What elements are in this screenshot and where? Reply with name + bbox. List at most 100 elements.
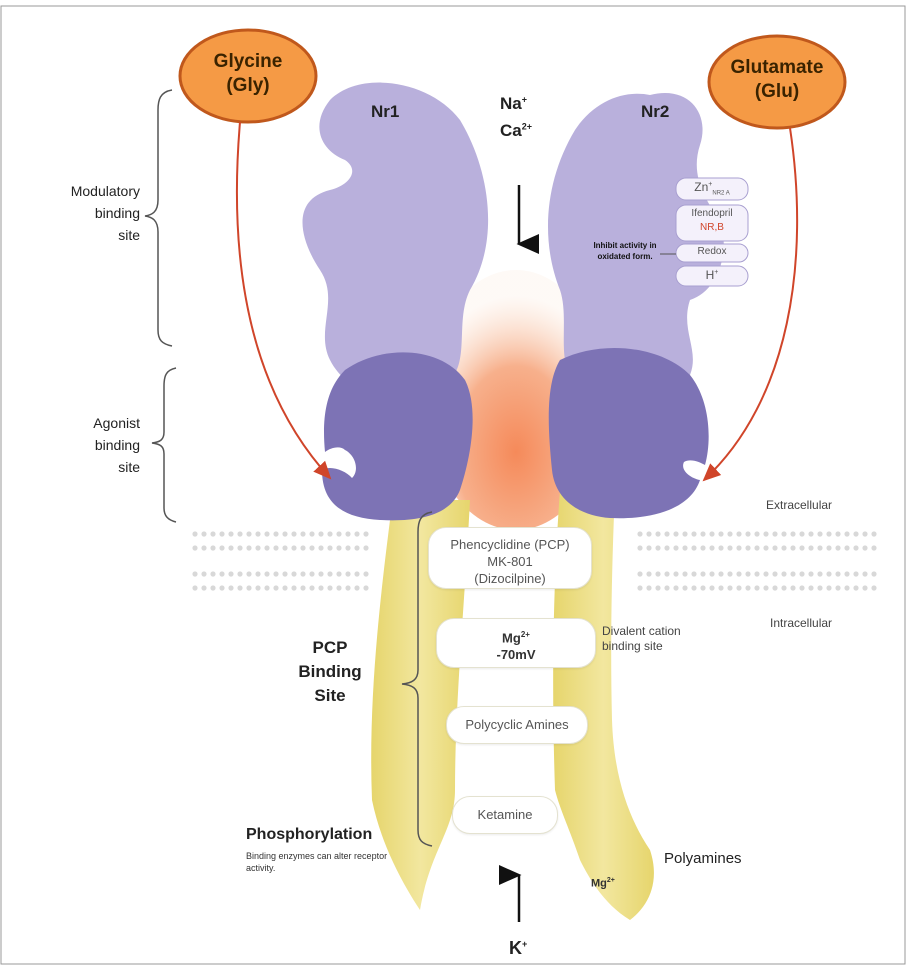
membrane-dot [246,585,251,590]
membrane-dot [282,531,287,536]
mg-charge: 2+ [521,630,530,639]
pcp-line-3: Site [270,684,390,708]
membrane-dot [826,571,831,576]
modulatory-site-brace [145,90,172,346]
membrane-dot [817,585,822,590]
membrane-dot [745,571,750,576]
membrane-dot [273,585,278,590]
membrane-dot [691,531,696,536]
membrane-dot [835,571,840,576]
polyamines-label: Polyamines [664,850,742,867]
membrane-dot [664,545,669,550]
membrane-dot [646,545,651,550]
potassium-ion-label: K+ [509,938,527,959]
membrane-dot [210,585,215,590]
membrane-dot [862,571,867,576]
membrane-dot [345,531,350,536]
membrane-dot [745,545,750,550]
membrane-dot [754,585,759,590]
zinc-subunit: NR2 A [712,190,729,196]
membrane-dot [664,571,669,576]
zinc-symbol: Zn [694,180,708,194]
membrane-dot [201,585,206,590]
membrane-dot [709,585,714,590]
membrane-dot [327,571,332,576]
membrane-dot [291,545,296,550]
membrane-dot [318,585,323,590]
membrane-dot [309,545,314,550]
membrane-dot [264,531,269,536]
membrane-dot [255,571,260,576]
membrane-dot [781,585,786,590]
membrane-dot [826,531,831,536]
membrane-dot [192,585,197,590]
phosphorylation-title: Phosphorylation [246,826,372,844]
membrane-dot [808,531,813,536]
membrane-dot [700,531,705,536]
potassium-charge: + [522,939,527,949]
proton-modulator: H+ [676,268,748,282]
extracellular-label: Extracellular [766,498,832,512]
membrane-dot [210,545,215,550]
membrane-dot [817,531,822,536]
membrane-dot [318,545,323,550]
ifendopril-modulator: Ifendopril NR,B [676,207,748,235]
membrane-dot [264,545,269,550]
membrane-dot [826,585,831,590]
membrane-dot [799,531,804,536]
membrane-dot [219,531,224,536]
ketamine-pill: Ketamine [452,796,558,834]
membrane-dot [192,531,197,536]
membrane-dot [673,571,678,576]
membrane-dot [718,531,723,536]
nr1-label: Nr1 [371,102,399,122]
membrane-dot [844,531,849,536]
membrane-dot [318,531,323,536]
membrane-dot [691,545,696,550]
polycyclic-amines-pill: Polycyclic Amines [446,706,588,744]
membrane-dot [763,531,768,536]
membrane-dot [718,585,723,590]
membrane-dot [682,545,687,550]
membrane-dot [273,531,278,536]
membrane-dot [354,571,359,576]
membrane-dot [691,585,696,590]
magnesium-block-pill: Mg2+ -70mV [436,618,596,668]
membrane-dot [844,545,849,550]
membrane-dot [844,571,849,576]
membrane-dot [327,585,332,590]
membrane-dot [772,531,777,536]
membrane-dot [790,545,795,550]
membrane-dot [763,585,768,590]
zinc-modulator: Zn+NR2 A [676,180,748,196]
membrane-dot [835,545,840,550]
membrane-dot [336,545,341,550]
membrane-dot [354,545,359,550]
membrane-dot [282,585,287,590]
membrane-dot [363,545,368,550]
membrane-dot [736,585,741,590]
membrane-dot [790,585,795,590]
membrane-dot [700,585,705,590]
membrane-dot [772,571,777,576]
membrane-dot [255,585,260,590]
membrane-dot [853,531,858,536]
redox-note: Inhibit activity in oxidated form. [585,240,665,262]
membrane-dot [228,585,233,590]
membrane-dot [309,571,314,576]
sodium-symbol: Na [500,94,522,113]
polyamine-mg-charge: 2+ [607,877,615,884]
calcium-ion-label: Ca2+ [500,121,532,141]
membrane-dot [781,571,786,576]
membrane-dot [655,571,660,576]
membrane-dot [282,545,287,550]
ifendopril-subunit: NR,B [676,221,748,235]
membrane-dot [273,545,278,550]
membrane-dot [309,531,314,536]
membrane-dot [300,545,305,550]
membrane-dot [309,585,314,590]
membrane-dot [664,585,669,590]
agonist-line-3: site [30,456,140,478]
membrane-dot [664,531,669,536]
membrane-dot [736,571,741,576]
